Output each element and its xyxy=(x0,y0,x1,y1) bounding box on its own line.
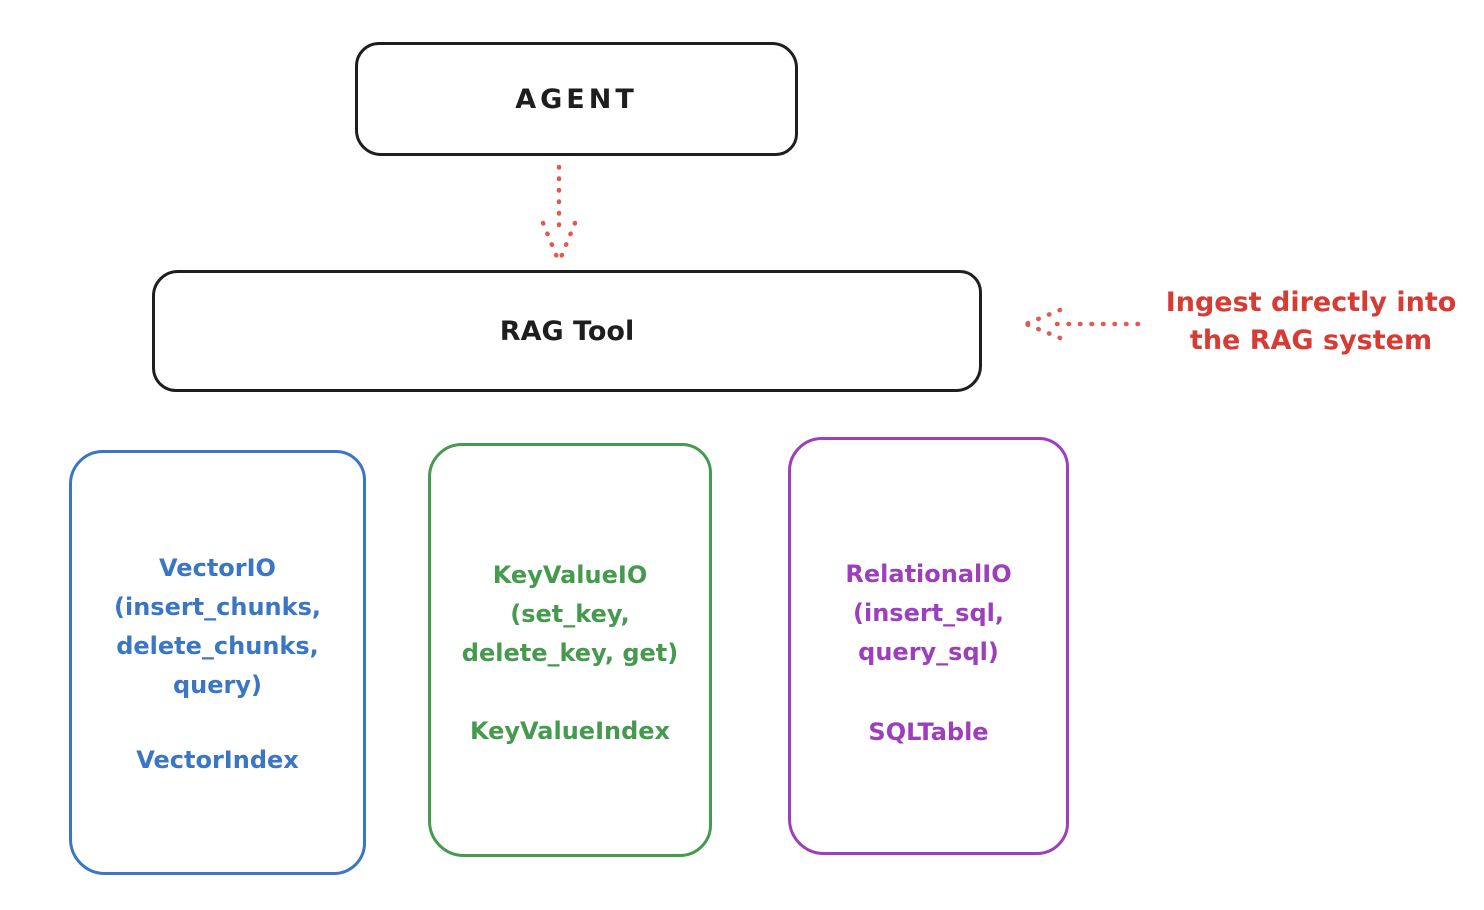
relational-io-node: RelationalIO (insert_sql, query_sql) SQL… xyxy=(788,437,1069,855)
vector-io-node: VectorIO (insert_chunks, delete_chunks, … xyxy=(69,450,366,875)
agent-to-ragtool-arrow-icon xyxy=(540,164,578,265)
rag-tool-node: RAG Tool xyxy=(152,270,982,392)
ingest-annotation-arrow-icon xyxy=(1023,307,1141,341)
ingest-annotation-line1: Ingest directly into xyxy=(1165,287,1457,318)
ingest-annotation-line2: the RAG system xyxy=(1189,325,1433,356)
relational-io-node-label: RelationalIO (insert_sql, query_sql) xyxy=(845,560,1012,666)
agent-node-label: AGENT xyxy=(515,83,638,115)
sqltable-label: SQLTable xyxy=(868,718,989,746)
keyvalue-index-label: KeyValueIndex xyxy=(469,717,671,745)
vector-io-node-label: VectorIO (insert_chunks, delete_chunks, … xyxy=(114,554,321,699)
vector-index-label: VectorIndex xyxy=(136,746,299,774)
keyvalue-io-node: KeyValueIO (set_key, delete_key, get) Ke… xyxy=(428,443,712,857)
agent-node: AGENT xyxy=(355,42,798,156)
keyvalue-io-node-label: KeyValueIO (set_key, delete_key, get) xyxy=(461,561,679,667)
ingest-annotation: Ingest directly into the RAG system xyxy=(1143,284,1479,360)
rag-tool-node-label: RAG Tool xyxy=(499,315,635,347)
